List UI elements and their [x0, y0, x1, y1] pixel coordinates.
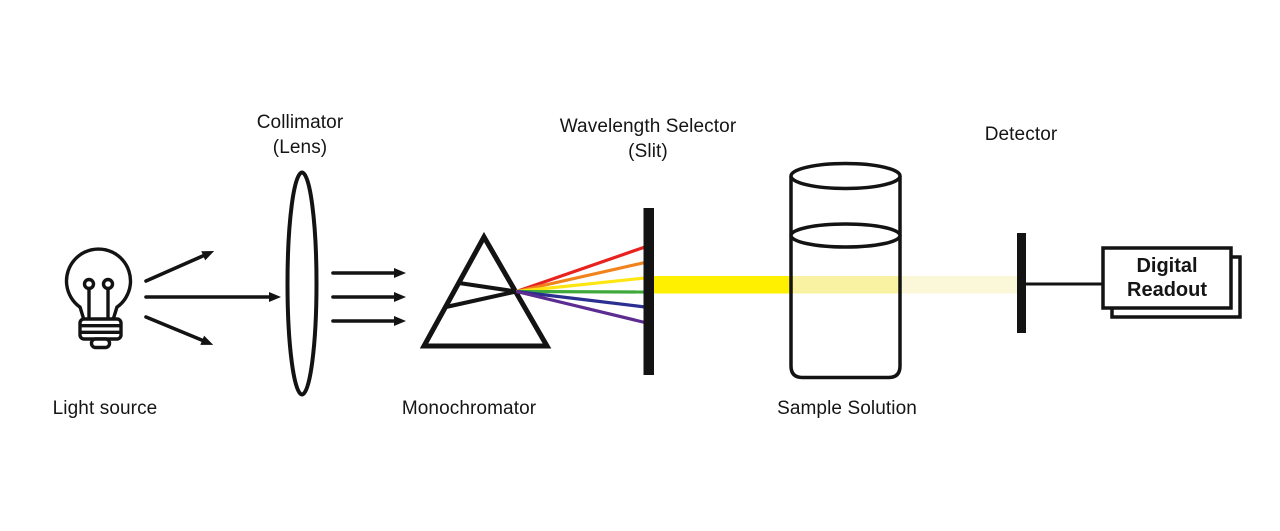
- spectrum-ray-yellow: [516, 276, 646, 294]
- label-wavelength-selector-line2: (Slit): [628, 141, 668, 162]
- diverging-arrow-up: [144, 250, 215, 283]
- label-detector: Detector: [984, 124, 1058, 145]
- prism-triangle-icon: [419, 231, 552, 349]
- bulb-screw-base: [78, 317, 123, 341]
- diverging-light-arrows: [144, 250, 281, 345]
- beam-in-sample-segment: [793, 276, 899, 294]
- label-light-source: Light source: [52, 398, 158, 419]
- label-collimator: Collimator (Lens): [220, 110, 380, 160]
- label-monochromator: Monochromator: [401, 398, 537, 419]
- label-wavelength-selector: Wavelength Selector (Slit): [548, 114, 748, 164]
- spectrum-ray-orange: [516, 260, 646, 294]
- beaker-rim: [789, 161, 902, 191]
- prism-internal-refraction-lines: [444, 281, 518, 309]
- spectrum-ray-green: [516, 289, 646, 294]
- lens-ellipse-icon: [285, 170, 319, 397]
- light-bulb-icon: [64, 247, 133, 350]
- digital-readout-line2: Readout: [1127, 279, 1207, 301]
- label-wavelength-selector-line1: Wavelength Selector: [559, 116, 737, 137]
- readout-front-card: [1101, 246, 1233, 310]
- light-beam: [654, 276, 1017, 294]
- spectrum-ray-violet: [516, 289, 646, 325]
- digital-readout-line1: Digital: [1136, 255, 1198, 277]
- liquid-surface: [789, 222, 902, 249]
- diverging-arrow-down: [144, 315, 214, 345]
- spectrum-ray-red: [515, 245, 646, 294]
- beam-bright-segment: [654, 276, 793, 294]
- bulb-contact-nub: [89, 337, 112, 350]
- sample-beaker-icon: [789, 161, 902, 380]
- slit-bar-icon: [643, 208, 654, 375]
- beam-attenuated-segment: [899, 276, 1017, 294]
- detector-plate-icon: [1017, 233, 1026, 333]
- beaker-body: [789, 176, 902, 380]
- bulb-glass: [64, 247, 133, 322]
- spectrum-rays: [515, 245, 646, 325]
- digital-readout-box-icon: [1101, 246, 1242, 319]
- collimated-light-arrows: [331, 268, 406, 326]
- digital-readout-text: Digital Readout: [1104, 249, 1230, 307]
- spectrum-ray-blue: [516, 289, 646, 309]
- label-collimator-line2: (Lens): [272, 137, 328, 158]
- label-collimator-line1: Collimator: [256, 112, 344, 133]
- label-sample-solution: Sample Solution: [777, 398, 917, 419]
